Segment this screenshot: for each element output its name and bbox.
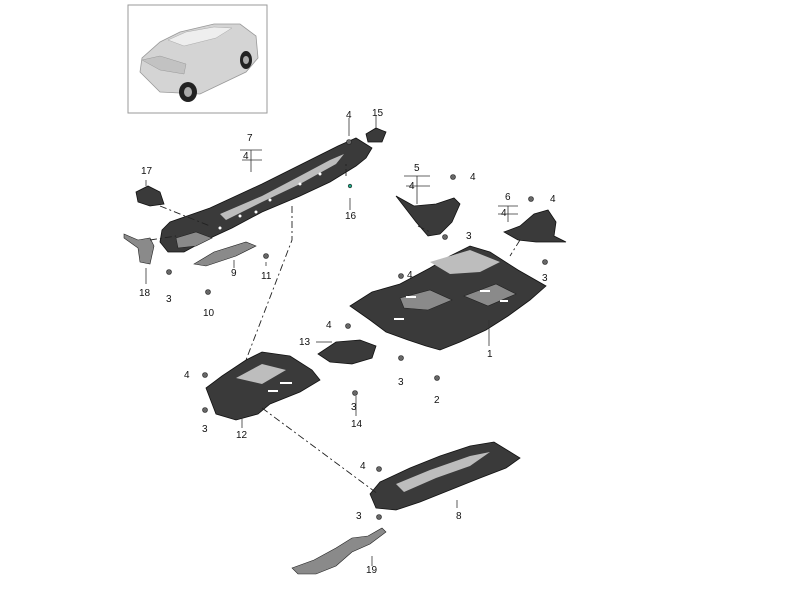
callout-4: 4 xyxy=(243,151,249,162)
part-6-cover xyxy=(503,209,567,243)
callout-3: 3 xyxy=(166,294,172,305)
callout-7: 7 xyxy=(247,133,253,144)
part-1-main-floor-panel xyxy=(349,245,547,351)
vehicle-thumbnail xyxy=(127,4,268,114)
callout-8: 8 xyxy=(456,511,462,522)
callout-3: 3 xyxy=(351,402,357,413)
leader-lines xyxy=(145,116,518,566)
part-12-rear-panel xyxy=(205,351,321,421)
callout-3: 3 xyxy=(356,511,362,522)
callout-2: 2 xyxy=(434,395,440,406)
callout-9: 9 xyxy=(231,268,237,279)
callout-4: 4 xyxy=(407,270,413,281)
callout-3: 3 xyxy=(202,424,208,435)
callout-15: 15 xyxy=(372,108,384,119)
callout-4: 4 xyxy=(409,181,415,192)
fasteners xyxy=(166,139,548,520)
callout-6: 6 xyxy=(505,192,511,203)
suv-rear-three-quarter-icon xyxy=(139,23,259,102)
callout-19: 19 xyxy=(366,565,378,576)
callout-3: 3 xyxy=(466,231,472,242)
part-9-strip xyxy=(193,241,257,267)
callout-labels: 1 2 3 3 3 3 3 3 3 4 4 4 4 4 4 4 4 4 4 5 … xyxy=(139,108,556,576)
callout-4: 4 xyxy=(501,208,507,219)
callout-4: 4 xyxy=(360,461,366,472)
callout-18: 18 xyxy=(139,288,151,299)
callout-14: 14 xyxy=(351,419,363,430)
callout-4: 4 xyxy=(184,370,190,381)
part-8-side-panel xyxy=(369,441,521,511)
callout-10: 10 xyxy=(203,308,215,319)
callout-11: 11 xyxy=(261,271,272,282)
part-17-bracket xyxy=(135,185,165,207)
assembly-lines xyxy=(149,164,521,495)
callout-1: 1 xyxy=(487,349,493,360)
callout-13: 13 xyxy=(299,337,311,348)
part-18-bracket xyxy=(123,233,155,265)
part-7-side-panel xyxy=(159,137,373,253)
part-13-cover xyxy=(317,339,377,365)
part-15-bracket xyxy=(365,127,387,143)
callout-4: 4 xyxy=(470,172,476,183)
callout-17: 17 xyxy=(141,166,153,177)
callout-4: 4 xyxy=(326,320,332,331)
callout-3: 3 xyxy=(542,273,548,284)
callout-3: 3 xyxy=(398,377,404,388)
callout-5: 5 xyxy=(414,163,420,174)
part-5-cover xyxy=(395,195,461,237)
callout-4: 4 xyxy=(550,194,556,205)
callout-4: 4 xyxy=(346,110,352,121)
callout-16: 16 xyxy=(345,211,357,222)
part-19-strip xyxy=(291,527,387,575)
callout-12: 12 xyxy=(236,430,248,441)
